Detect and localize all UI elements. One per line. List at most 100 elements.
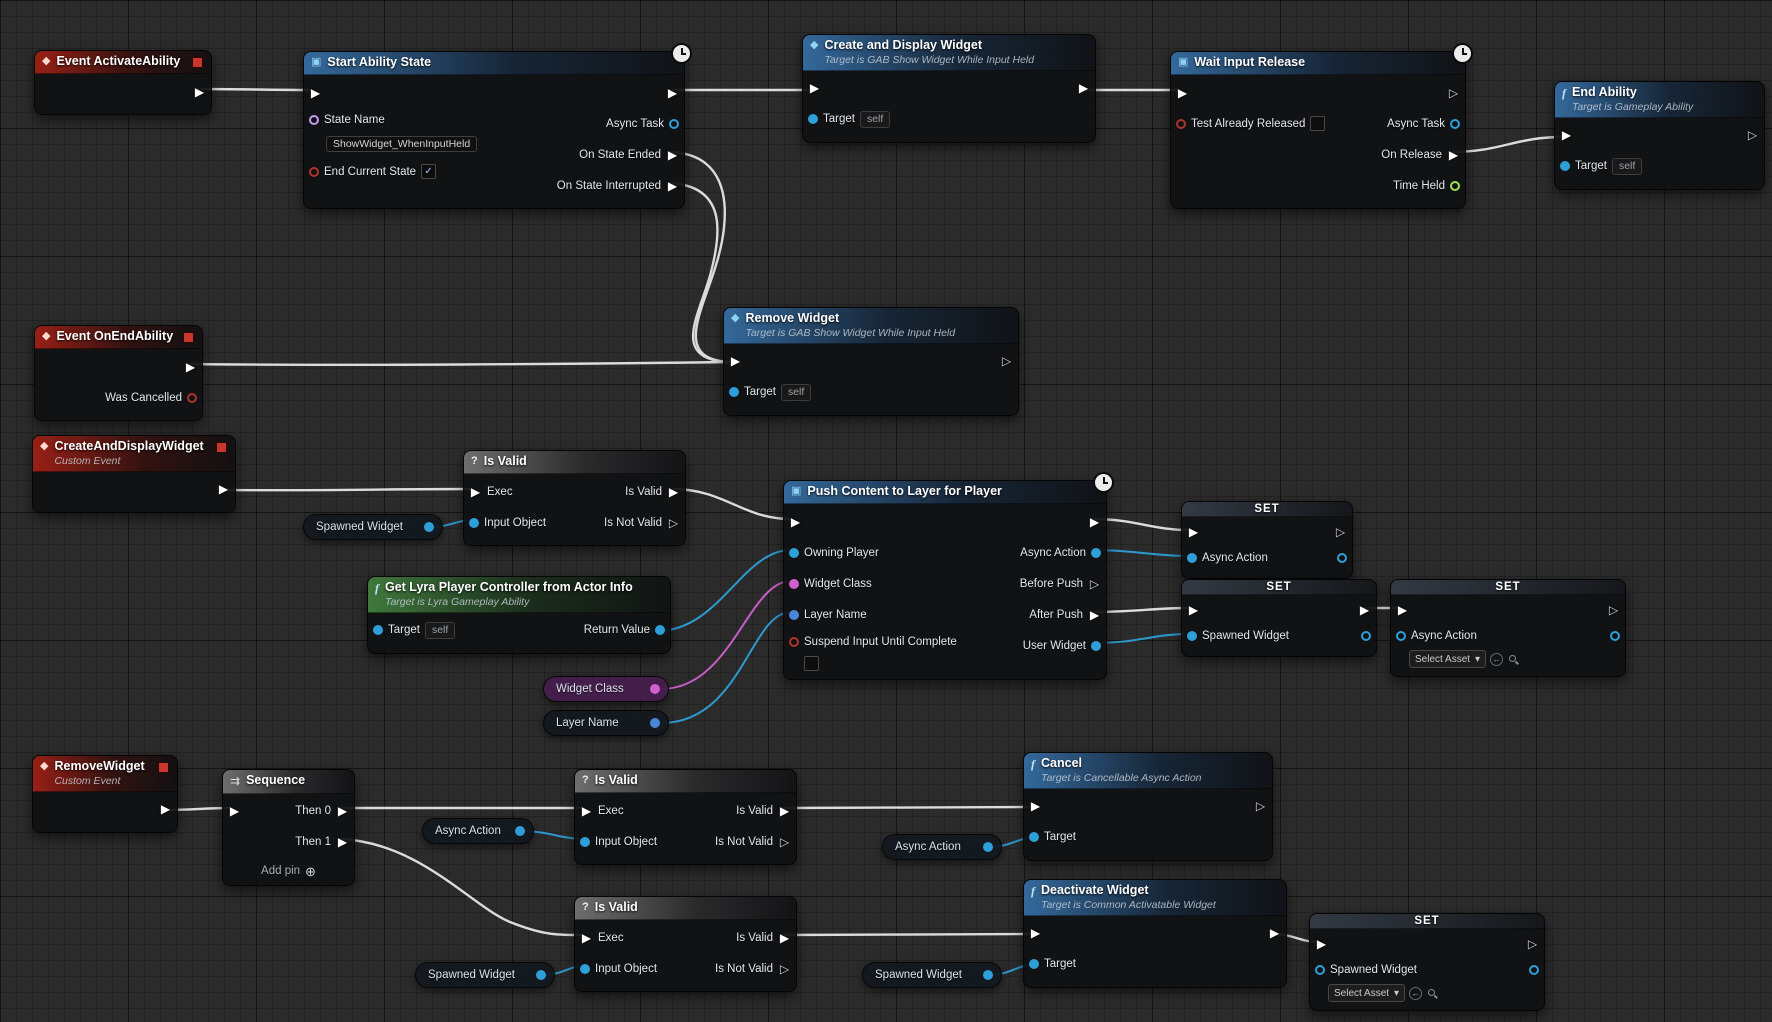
- target-pin[interactable]: [729, 387, 739, 398]
- wire-exec-pushcontent-to-set1[interactable]: [1091, 517, 1191, 532]
- delegate-pin[interactable]: [158, 762, 169, 773]
- exec-out-pin[interactable]: ▷: [1335, 525, 1346, 539]
- widget-class-pin[interactable]: [789, 578, 799, 589]
- exec-in-pin[interactable]: ▶: [1188, 603, 1199, 617]
- is-not-valid-pin[interactable]: ▷: [779, 834, 790, 849]
- var-get-spawned-widget-3[interactable]: Spawned Widget: [862, 962, 1002, 988]
- node-wait-input-release[interactable]: ▣ Wait Input Release ▶ Test Already Rele…: [1170, 43, 1473, 209]
- is-valid-pin[interactable]: ▶: [779, 803, 790, 818]
- wire-exec-afterpush-to-set2[interactable]: [1091, 606, 1191, 614]
- then1-pin[interactable]: ▶: [337, 835, 348, 850]
- async-action-out-pin[interactable]: [1610, 631, 1620, 641]
- on-state-interrupted-pin[interactable]: ▶: [667, 178, 678, 193]
- on-state-ended-pin[interactable]: ▶: [667, 147, 678, 162]
- input-object-pin[interactable]: [469, 517, 479, 528]
- target-pin[interactable]: [373, 625, 383, 636]
- node-is-valid-2[interactable]: ? Is Valid ▶Exec Input Object Is Valid▶ …: [574, 769, 797, 865]
- owning-player-pin[interactable]: [789, 547, 799, 558]
- variable-output-pin[interactable]: [650, 684, 660, 694]
- spawned-widget-out-pin[interactable]: [1361, 631, 1371, 641]
- variable-output-pin[interactable]: [515, 826, 525, 836]
- async-action-pin[interactable]: [1091, 547, 1101, 558]
- node-deactivate-widget[interactable]: f Deactivate Widget Target is Common Act…: [1023, 879, 1287, 988]
- var-get-spawned-widget[interactable]: Spawned Widget: [303, 514, 443, 540]
- was-cancelled-pin[interactable]: [187, 392, 197, 403]
- node-cancel[interactable]: f Cancel Target is Cancellable Async Act…: [1023, 752, 1273, 861]
- variable-output-pin[interactable]: [983, 842, 993, 852]
- exec-in-pin[interactable]: ▶: [1030, 799, 1041, 814]
- exec-in-pin[interactable]: ▶: [581, 803, 592, 818]
- exec-in-pin[interactable]: ▶: [310, 85, 321, 100]
- node-is-valid-3[interactable]: ? Is Valid ▶Exec Input Object Is Valid▶ …: [574, 896, 797, 992]
- exec-out-pin[interactable]: ▶: [160, 802, 171, 817]
- node-push-content-to-layer[interactable]: ▣ Push Content to Layer for Player ▶ Own…: [783, 472, 1114, 680]
- wire-exec-isvalid2-to-cancel[interactable]: [781, 805, 1033, 810]
- target-pin[interactable]: [1560, 161, 1570, 172]
- wire-data-layername-to-push[interactable]: [660, 611, 792, 724]
- is-not-valid-pin[interactable]: ▷: [668, 515, 679, 530]
- test-already-released-checkbox[interactable]: [1310, 116, 1326, 131]
- wire-exec-isvalid1-to-pushcontent[interactable]: [670, 487, 793, 521]
- exec-out-pin[interactable]: ▶: [1269, 926, 1280, 941]
- self-literal[interactable]: self: [780, 383, 812, 401]
- end-current-state-pin[interactable]: [309, 166, 319, 177]
- self-literal[interactable]: self: [859, 110, 891, 128]
- variable-output-pin[interactable]: [536, 970, 546, 980]
- spawned-widget-out-pin[interactable]: [1529, 965, 1539, 975]
- node-custom-event-create-and-display-widget[interactable]: ◆ CreateAndDisplayWidget Custom Event ▶: [32, 435, 236, 513]
- async-action-in-pin[interactable]: [1396, 631, 1406, 641]
- select-asset-dropdown[interactable]: Select Asset▾: [1409, 650, 1487, 668]
- exec-in-pin[interactable]: ▶: [229, 804, 240, 819]
- node-set-spawned-widget-1[interactable]: SET ▶ Spawned Widget ▶: [1181, 579, 1377, 657]
- wire-data-widgetclass-to-push[interactable]: [660, 580, 792, 690]
- delegate-pin[interactable]: [192, 57, 203, 68]
- is-valid-pin[interactable]: ▶: [779, 930, 790, 945]
- node-event-on-end-ability[interactable]: ◆ Event OnEndAbility ▶ Was Cancelled: [34, 325, 203, 421]
- wire-data-asyncaction-to-set1[interactable]: [1092, 549, 1190, 557]
- spawned-widget-in-pin[interactable]: [1187, 631, 1197, 641]
- exec-out-pin[interactable]: ▶: [1089, 514, 1100, 529]
- browse-asset-icon[interactable]: [1507, 653, 1520, 666]
- after-push-pin[interactable]: ▶: [1089, 607, 1100, 622]
- browse-asset-icon[interactable]: [1426, 987, 1439, 1000]
- suspend-input-pin[interactable]: [789, 637, 799, 647]
- delegate-pin[interactable]: [183, 332, 194, 343]
- then0-pin[interactable]: ▶: [337, 804, 348, 819]
- end-current-state-checkbox[interactable]: ✓: [421, 164, 437, 179]
- node-is-valid-1[interactable]: ? Is Valid ▶Exec Input Object Is Valid▶ …: [463, 450, 686, 546]
- exec-out-pin[interactable]: ▷: [1747, 128, 1758, 143]
- node-get-lyra-player-controller[interactable]: f Get Lyra Player Controller from Actor …: [367, 576, 671, 654]
- target-pin[interactable]: [1029, 832, 1039, 843]
- async-task-pin[interactable]: [1450, 118, 1460, 129]
- exec-out-pin[interactable]: ▶: [185, 359, 196, 374]
- async-task-pin[interactable]: [669, 118, 679, 129]
- node-end-ability[interactable]: f End Ability Target is Gameplay Ability…: [1554, 81, 1765, 190]
- async-action-in-pin[interactable]: [1187, 553, 1197, 563]
- exec-in-pin[interactable]: ▶: [790, 514, 801, 529]
- exec-in-pin[interactable]: ▶: [730, 354, 741, 369]
- exec-out-pin[interactable]: ▶: [1359, 603, 1370, 617]
- wire-exec-then1-to-isvalid3[interactable]: [339, 837, 584, 937]
- exec-out-pin[interactable]: ▶: [667, 85, 678, 100]
- exec-in-pin[interactable]: ▶: [809, 81, 820, 96]
- var-get-spawned-widget-2[interactable]: Spawned Widget: [415, 962, 555, 988]
- time-held-pin[interactable]: [1450, 180, 1460, 191]
- before-push-pin[interactable]: ▷: [1089, 576, 1100, 591]
- node-sequence[interactable]: ⇉ Sequence ▶ Then 0▶ Then 1▶ Add pin ⊕: [222, 769, 355, 886]
- wire-data-returnvalue-to-owningplayer[interactable]: [656, 549, 792, 632]
- exec-out-pin[interactable]: ▷: [1448, 85, 1459, 100]
- exec-in-pin[interactable]: ▶: [1188, 525, 1199, 539]
- wire-exec-onstateended-to-removewidget[interactable]: [669, 150, 733, 364]
- variable-output-pin[interactable]: [983, 970, 993, 980]
- use-selected-asset-icon[interactable]: ←: [1409, 986, 1423, 1000]
- return-value-pin[interactable]: [655, 625, 665, 636]
- async-action-out-pin[interactable]: [1337, 553, 1347, 563]
- user-widget-pin[interactable]: [1091, 640, 1101, 651]
- suspend-input-checkbox[interactable]: [804, 655, 819, 671]
- target-pin[interactable]: [1029, 959, 1039, 970]
- input-object-pin[interactable]: [580, 963, 590, 974]
- spawned-widget-in-pin[interactable]: [1315, 965, 1325, 975]
- exec-in-pin[interactable]: ▶: [1561, 128, 1572, 143]
- target-pin[interactable]: [808, 114, 818, 125]
- node-set-async-action-2[interactable]: SET ▶ Async Action Select Asset▾ ← ▷: [1390, 579, 1626, 677]
